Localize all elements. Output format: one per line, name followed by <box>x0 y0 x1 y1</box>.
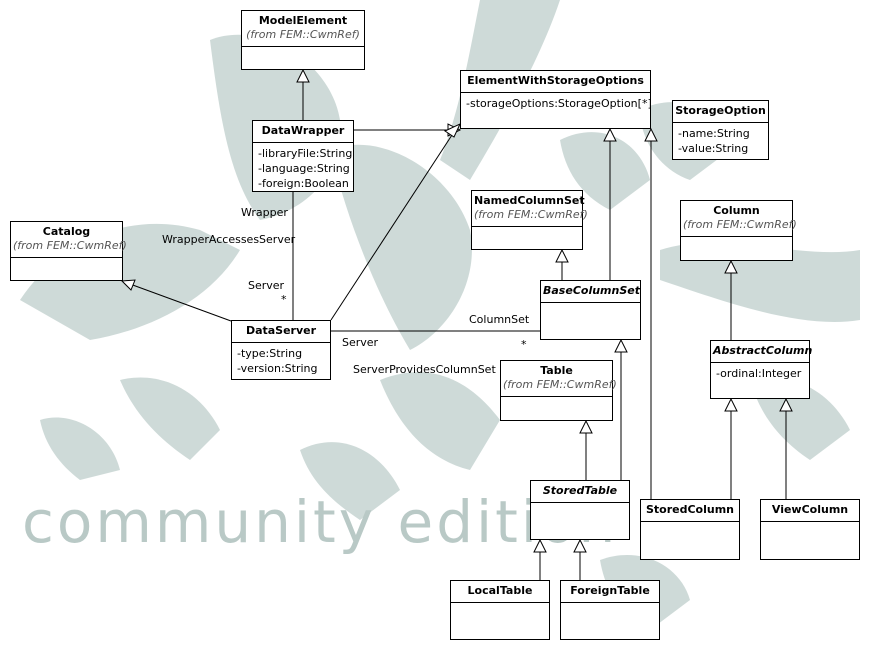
class-package: (from FEM::CwmRef) <box>246 28 360 41</box>
class-foreign-table[interactable]: ForeignTable <box>560 580 660 640</box>
class-base-column-set[interactable]: BaseColumnSet <box>540 280 641 340</box>
inheritance-arrowhead <box>614 338 628 353</box>
attribute: -language:String <box>258 162 350 175</box>
class-model-element[interactable]: ModelElement (from FEM::CwmRef) <box>241 10 365 70</box>
class-name: ViewColumn <box>771 503 849 516</box>
class-view-column[interactable]: ViewColumn <box>760 499 860 560</box>
class-header: ModelElement (from FEM::CwmRef) <box>242 11 364 47</box>
class-package: (from FEM::CwmRef) <box>503 378 617 391</box>
class-header: LocalTable <box>451 581 549 603</box>
role-label-server: Server <box>342 336 379 349</box>
class-attributes: -name:String -value:String <box>673 123 768 159</box>
class-header: ViewColumn <box>761 500 859 522</box>
class-name: DataWrapper <box>261 124 345 137</box>
class-name: ElementWithStorageOptions <box>467 74 644 87</box>
inheritance-arrowhead <box>573 538 587 553</box>
class-element-with-storage-options[interactable]: ElementWithStorageOptions -storageOption… <box>460 70 652 129</box>
class-local-table[interactable]: LocalTable <box>450 580 550 640</box>
class-header: Column (from FEM::CwmRef) <box>681 201 797 237</box>
attribute: -version:String <box>237 362 318 375</box>
attribute: -value:String <box>678 142 749 155</box>
inheritance-arrowhead <box>644 127 658 142</box>
inheritance-arrowhead <box>443 122 462 138</box>
class-name: BaseColumnSet <box>543 284 640 297</box>
class-attributes: -storageOptions:StorageOption[*] <box>461 93 652 114</box>
class-header: Table (from FEM::CwmRef) <box>501 361 617 397</box>
generalization-line <box>330 134 453 321</box>
inheritance-arrowhead <box>120 279 136 291</box>
class-storage-option[interactable]: StorageOption -name:String -value:String <box>672 100 769 160</box>
class-name: ForeignTable <box>570 584 650 597</box>
class-name: StorageOption <box>675 104 766 117</box>
class-name: Table <box>540 364 573 377</box>
class-name: ModelElement <box>258 14 348 27</box>
inheritance-arrowhead <box>724 397 738 412</box>
inheritance-arrowhead <box>296 68 310 83</box>
multiplicity-label: * <box>521 338 527 351</box>
class-header: NamedColumnSet (from FEM::CwmRef) <box>472 191 588 227</box>
class-column[interactable]: Column (from FEM::CwmRef) <box>680 200 797 261</box>
class-header: StorageOption <box>673 101 768 123</box>
association-name-wrapper-accesses-server: WrapperAccessesServer <box>162 233 296 246</box>
class-name: NamedColumnSet <box>474 194 585 207</box>
class-name: StoredTable <box>542 484 618 497</box>
class-header: StoredTable <box>531 481 629 503</box>
attribute: -ordinal:Integer <box>716 367 802 380</box>
class-attributes: -type:String -version:String <box>232 343 330 379</box>
association-name-server-provides-column-set: ServerProvidesColumnSet <box>353 363 496 376</box>
inheritance-arrowhead <box>603 127 617 142</box>
attribute: -name:String <box>678 127 750 140</box>
class-package: (from FEM::CwmRef) <box>474 208 588 221</box>
inheritance-arrowhead <box>579 419 593 434</box>
generalization-line <box>129 283 232 322</box>
attribute: -type:String <box>237 347 303 360</box>
class-stored-table[interactable]: StoredTable <box>530 480 630 540</box>
class-header: DataWrapper <box>253 121 353 143</box>
class-attributes: -ordinal:Integer <box>711 363 809 384</box>
class-abstract-column[interactable]: AbstractColumn -ordinal:Integer <box>710 340 813 399</box>
class-package: (from FEM::CwmRef) <box>13 239 127 252</box>
attribute: -storageOptions:StorageOption[*] <box>466 97 652 110</box>
inheritance-arrowhead <box>555 248 569 263</box>
class-attributes: -libraryFile:String -language:String -fo… <box>253 143 353 194</box>
role-label-wrapper: Wrapper <box>241 206 288 219</box>
role-label-server: Server <box>248 279 285 292</box>
class-name: Catalog <box>42 225 91 238</box>
class-data-server[interactable]: DataServer -type:String -version:String <box>231 320 331 380</box>
multiplicity-label: * <box>281 293 287 306</box>
class-header: BaseColumnSet <box>541 281 640 303</box>
class-stored-column[interactable]: StoredColumn <box>640 499 740 560</box>
class-name: DataServer <box>245 324 317 337</box>
class-data-wrapper[interactable]: DataWrapper -libraryFile:String -languag… <box>252 120 354 192</box>
class-header: StoredColumn <box>641 500 739 522</box>
class-header: ElementWithStorageOptions <box>461 71 650 93</box>
attribute: -foreign:Boolean <box>258 177 349 190</box>
class-name: LocalTable <box>467 584 533 597</box>
class-header: DataServer <box>232 321 330 343</box>
class-table[interactable]: Table (from FEM::CwmRef) <box>500 360 617 421</box>
class-catalog[interactable]: Catalog (from FEM::CwmRef) <box>10 221 127 281</box>
class-name: Column <box>713 204 760 217</box>
class-named-column-set[interactable]: NamedColumnSet (from FEM::CwmRef) <box>471 190 588 250</box>
class-name: StoredColumn <box>645 503 735 516</box>
role-label-columnset: ColumnSet <box>469 313 530 326</box>
class-header: ForeignTable <box>561 581 659 603</box>
class-header: Catalog (from FEM::CwmRef) <box>11 222 127 258</box>
attribute: -libraryFile:String <box>258 147 353 160</box>
class-package: (from FEM::CwmRef) <box>683 218 797 231</box>
watermark-text: community edition <box>22 488 619 556</box>
inheritance-arrowhead <box>533 538 547 553</box>
inheritance-arrowhead <box>724 259 738 274</box>
class-header: AbstractColumn <box>711 341 813 363</box>
inheritance-arrowhead <box>779 397 793 412</box>
class-name: AbstractColumn <box>713 344 813 357</box>
